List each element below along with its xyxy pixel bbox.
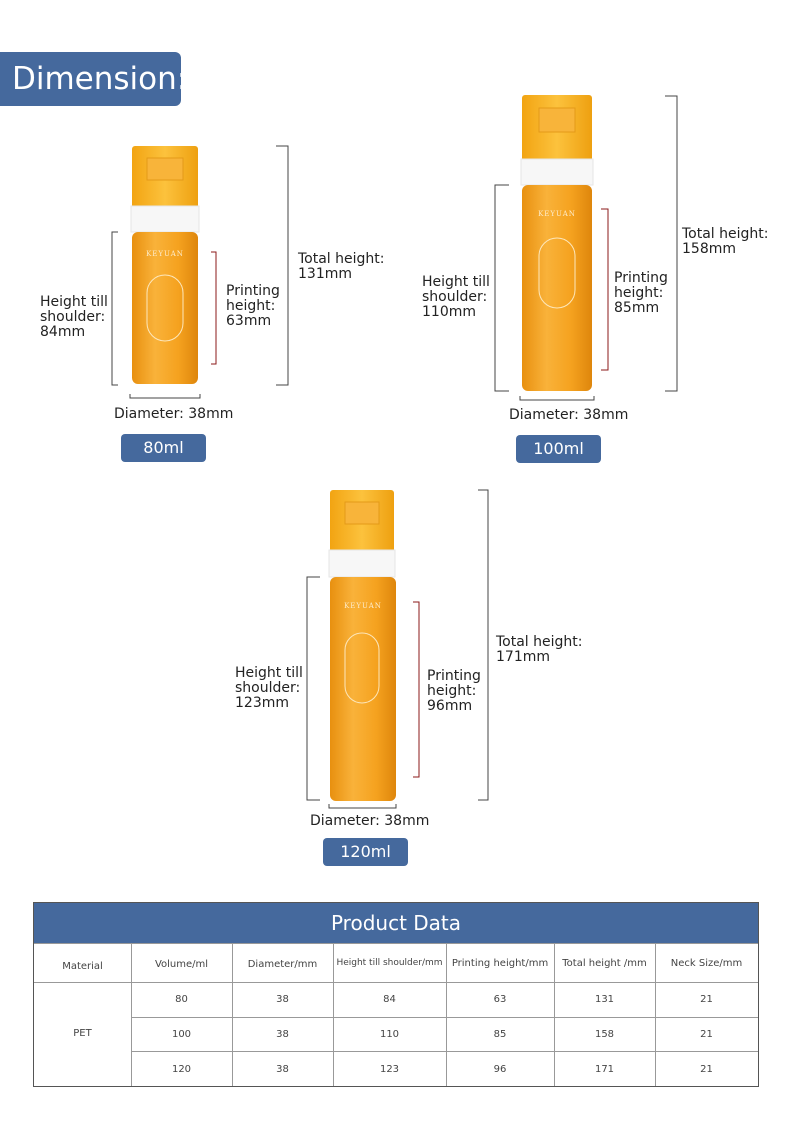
bottle-120ml: [328, 490, 396, 801]
total-height-label-100ml: Total height: 158mm: [682, 226, 769, 257]
table-cell: 120: [171, 1064, 192, 1075]
bracket-printing-120ml: [413, 601, 420, 778]
table-cell: 38: [276, 1064, 289, 1075]
bracket-total-80ml: [276, 145, 289, 386]
printing-height-label-100ml: Printing height: 85mm: [614, 270, 668, 316]
header-printing-height: Printing height/mm: [451, 958, 549, 969]
header-material: Material: [62, 961, 103, 972]
header-neck-size: Neck Size/mm: [670, 958, 743, 969]
table-cell: 85: [493, 1029, 507, 1040]
table-cell: 21: [700, 1029, 713, 1040]
shoulder-height-label-80ml: Height till shoulder: 84mm: [40, 294, 108, 340]
bottle-100ml: [520, 95, 594, 391]
table-cell: 158: [594, 1029, 615, 1040]
header-volume: Volume/ml: [154, 959, 209, 970]
brand-label-120ml: KEYUAN: [344, 602, 382, 610]
shoulder-height-label-100ml: Height till shoulder: 110mm: [422, 274, 490, 320]
total-height-label-80ml: Total height: 131mm: [298, 251, 385, 282]
header-total-height: Total height /mm: [562, 958, 647, 969]
table-title: Product Data: [34, 903, 758, 943]
bottle-80ml: [130, 146, 200, 384]
volume-button-120ml[interactable]: 120ml: [323, 838, 408, 866]
brand-label-80ml: KEYUAN: [146, 250, 184, 258]
material-cell: PET: [73, 1028, 92, 1039]
diameter-label-100ml: Diameter: 38mm: [509, 407, 629, 423]
brand-label-100ml: KEYUAN: [538, 210, 576, 218]
table-cell: 171: [594, 1064, 615, 1075]
table-cell: 123: [379, 1064, 400, 1075]
dimension-drawing: [111, 95, 678, 809]
bracket-printing-100ml: [601, 208, 609, 371]
product-data-table: Product Data Material Volume/ml Diameter…: [33, 902, 759, 1087]
bracket-shoulder-100ml: [494, 184, 509, 392]
header-shoulder-height: Height till shoulder/mm: [336, 958, 443, 968]
page-title: Dimension:: [0, 52, 187, 106]
volume-button-100ml[interactable]: 100ml: [516, 435, 601, 463]
bracket-printing-80ml: [211, 251, 217, 365]
diameter-label-120ml: Diameter: 38mm: [310, 813, 430, 829]
diameter-label-80ml: Diameter: 38mm: [114, 406, 234, 422]
table-cell: 80: [175, 994, 188, 1005]
bracket-shoulder-80ml: [111, 231, 118, 386]
bracket-total-120ml: [478, 489, 489, 801]
printing-height-label-80ml: Printing height: 63mm: [226, 283, 280, 329]
table-cell: 63: [493, 994, 507, 1005]
table-cell: 131: [594, 994, 615, 1005]
bracket-total-100ml: [665, 95, 678, 392]
printing-height-label-120ml: Printing height: 96mm: [427, 668, 481, 714]
bracket-diameter-120ml: [328, 804, 397, 809]
table-cell: 38: [276, 1029, 289, 1040]
table-cell: 110: [379, 1029, 400, 1040]
total-height-label-120ml: Total height: 171mm: [496, 634, 583, 665]
table-cell: 84: [383, 994, 396, 1005]
table-cell: 100: [171, 1029, 192, 1040]
shoulder-height-label-120ml: Height till shoulder: 123mm: [235, 665, 303, 711]
table-cell: 21: [700, 1064, 713, 1075]
table-cell: 96: [493, 1064, 507, 1075]
table-cell: 21: [700, 994, 713, 1005]
volume-button-80ml[interactable]: 80ml: [121, 434, 206, 462]
bracket-shoulder-120ml: [306, 576, 320, 801]
bracket-diameter-80ml: [129, 394, 201, 399]
bracket-diameter-100ml: [519, 396, 595, 401]
table-cell: 38: [276, 994, 289, 1005]
header-diameter: Diameter/mm: [247, 959, 318, 970]
